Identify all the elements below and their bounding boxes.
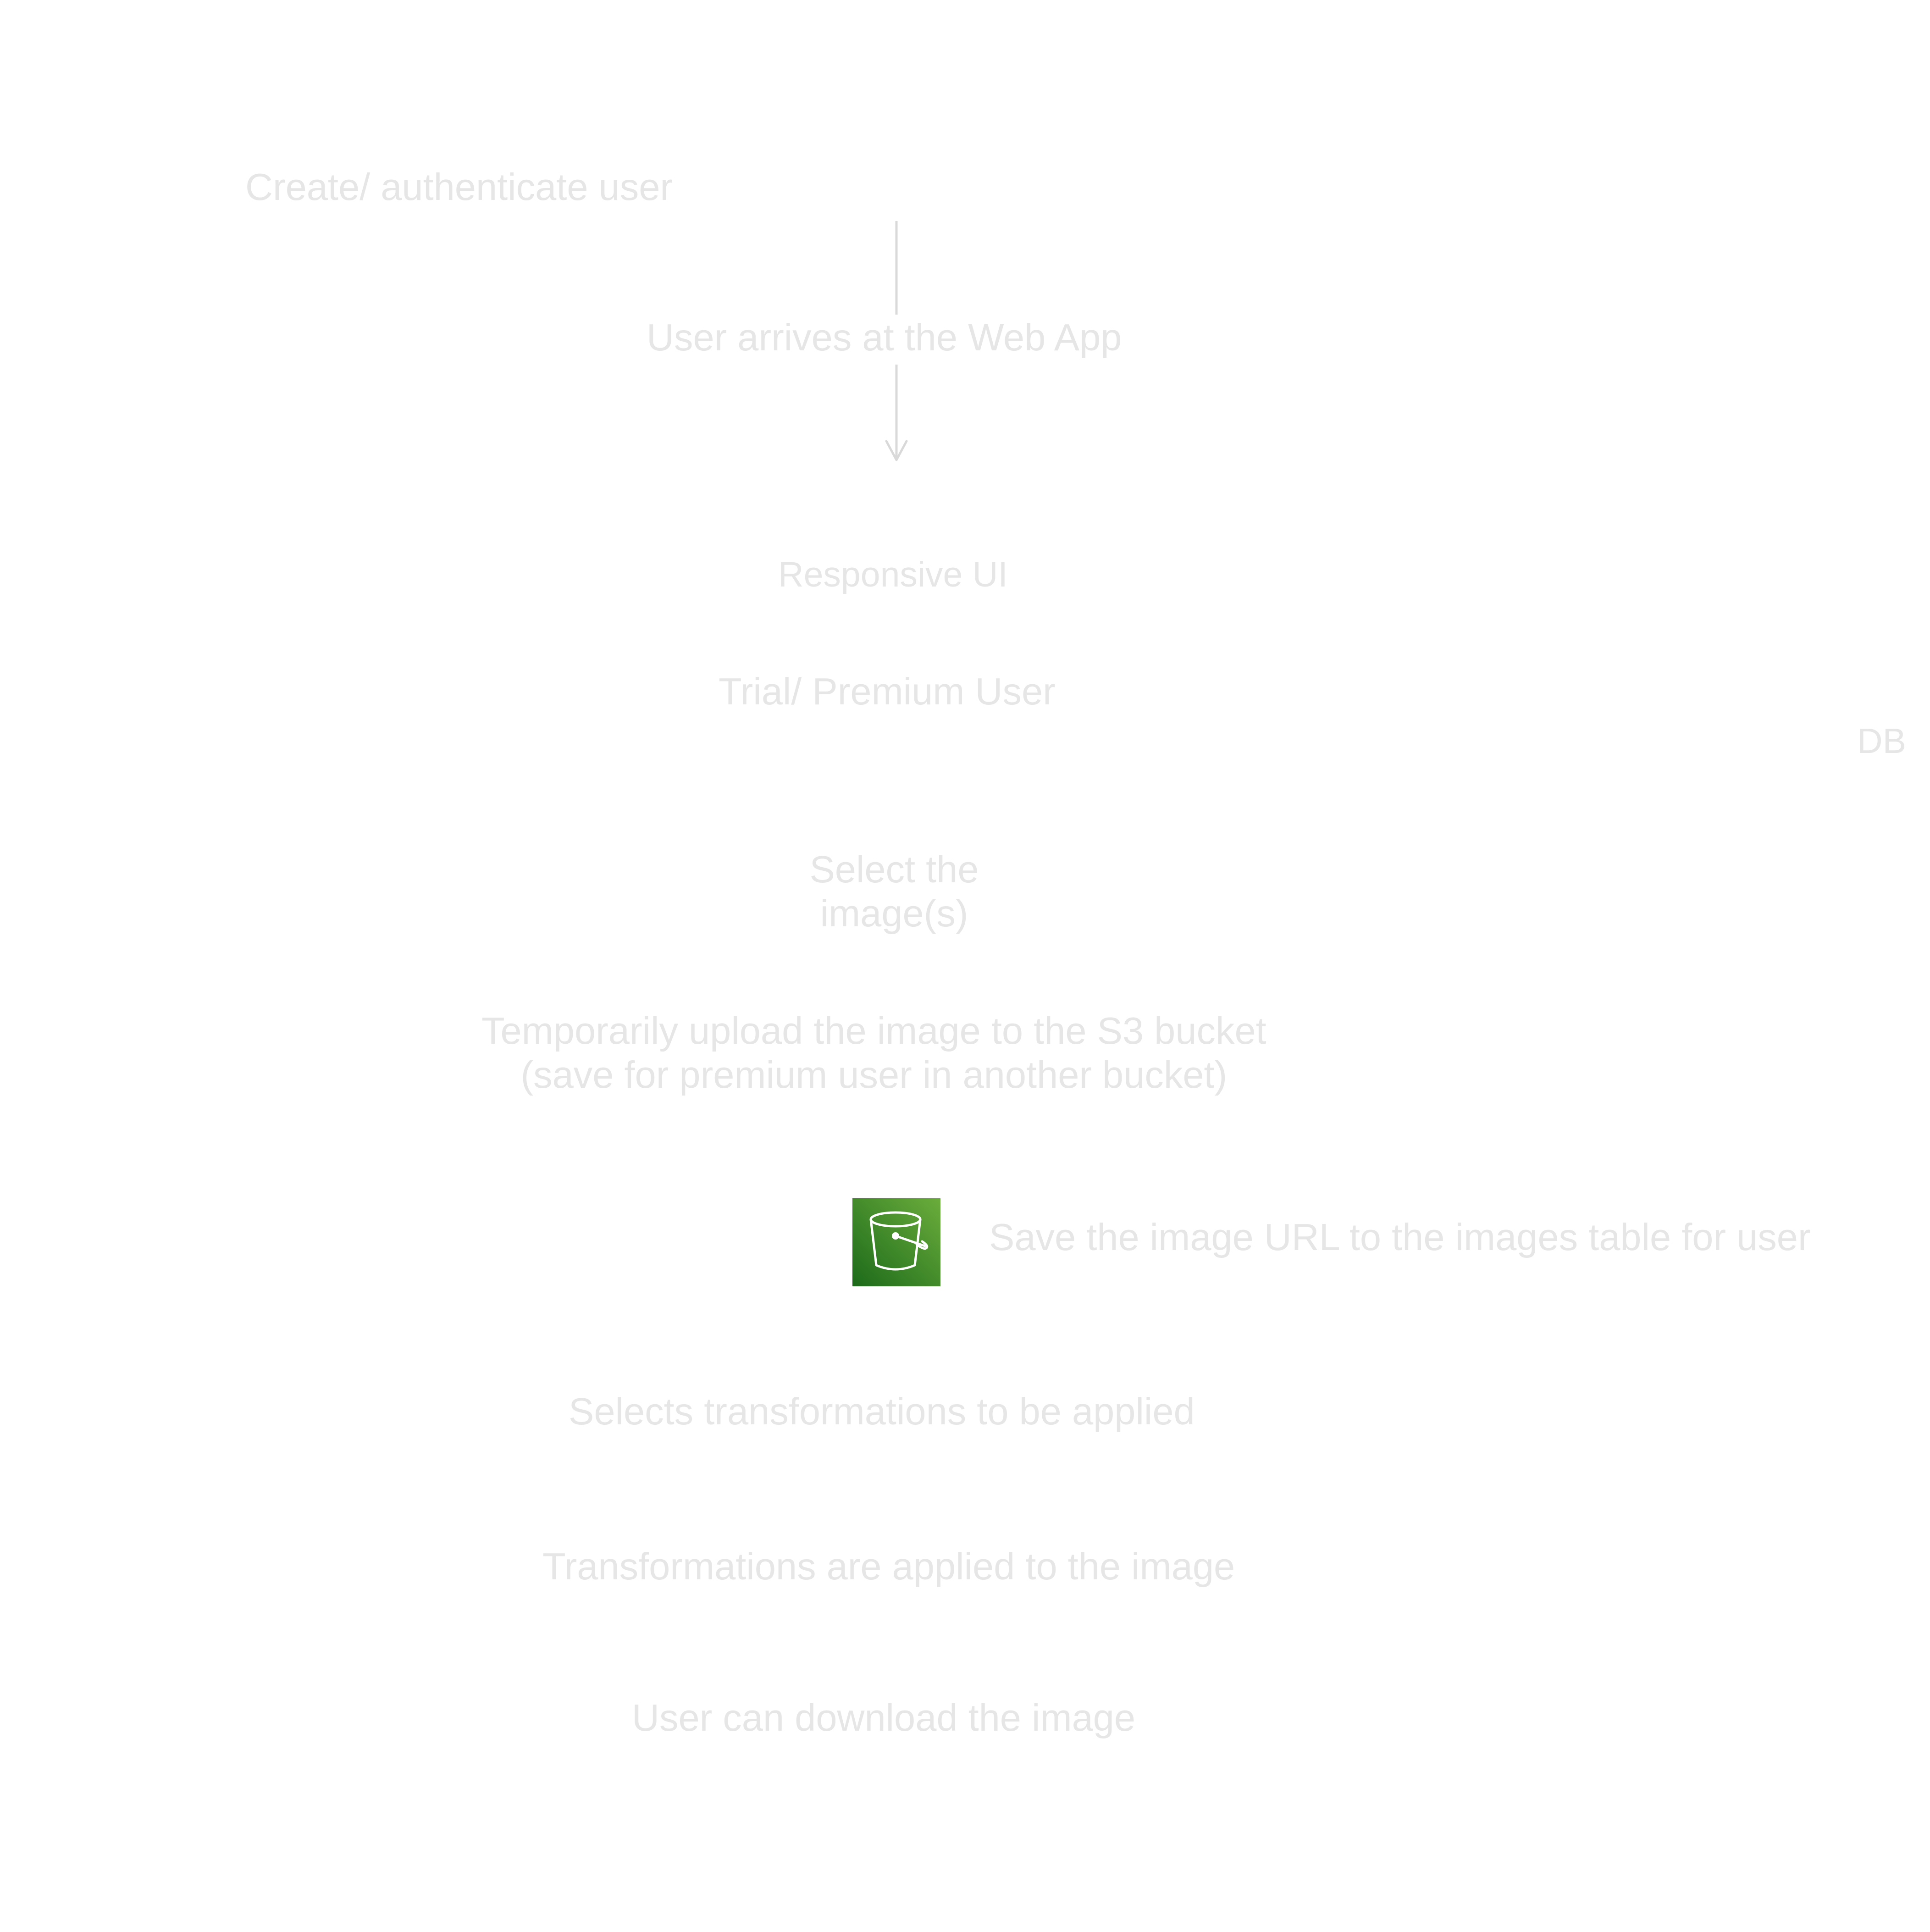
upload-line-1: Temporarily upload the image to the S3 b… [481,1009,1266,1052]
step-transformations-applied: Transformations are applied to the image [542,1545,1235,1588]
select-images-line-1: Select the [809,848,979,891]
step-select-transformations: Selects transformations to be applied [569,1390,1195,1433]
step-create-authenticate-user: Create/ authenticate user [245,166,673,208]
step-save-image-url: Save the image URL to the images table f… [989,1216,1811,1258]
s3-bucket-icon [852,1198,940,1286]
select-images-line-2: image(s) [820,892,968,935]
step-download-image: User can download the image [632,1696,1136,1739]
step-user-arrives: User arrives at the Web App [647,316,1122,359]
step-trial-premium-user: Trial/ Premium User [719,670,1056,713]
upload-line-2: (save for premium user in another bucket… [520,1053,1228,1096]
connector-arrowhead [885,440,908,461]
step-responsive-ui: Responsive UI [778,555,1008,594]
step-upload-to-s3: Temporarily upload the image to the S3 b… [481,1009,1266,1097]
db-label: DB [1857,721,1906,761]
step-select-images: Select the image(s) [665,847,1009,936]
